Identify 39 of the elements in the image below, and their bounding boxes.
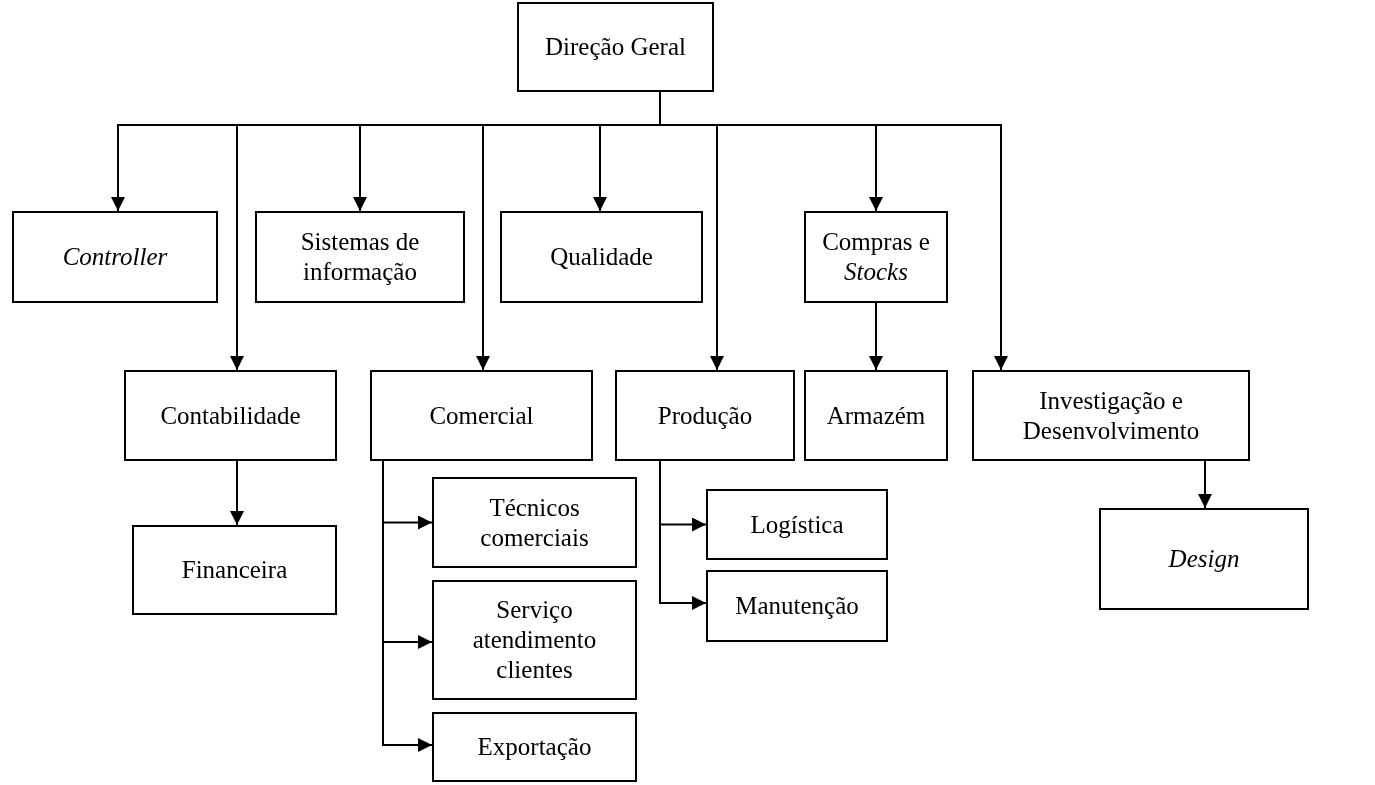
org-box	[124, 370, 337, 461]
unit-name: Direção Geral	[545, 32, 686, 62]
unit-name: Contabilidade	[160, 400, 301, 431]
connector-arrow	[1198, 460, 1212, 509]
connector-arrow	[230, 460, 244, 526]
org-box	[432, 712, 637, 782]
org-box	[500, 211, 703, 303]
org-box	[804, 211, 948, 303]
unit-name: Qualidade	[550, 242, 653, 272]
org-box	[706, 489, 888, 560]
unit-name: Logística	[750, 509, 844, 540]
unit-name: Serviço atendimento clientes	[471, 595, 598, 685]
unit-name: Armazém	[826, 400, 926, 431]
org-box	[432, 580, 637, 700]
unit-name: Compras e Stocks	[821, 227, 931, 287]
org-box	[1099, 508, 1309, 610]
unit-name: Sistemas de informação	[299, 227, 421, 287]
org-box	[804, 370, 948, 461]
org-box	[972, 370, 1250, 461]
unit-name: Exportação	[477, 732, 592, 762]
unit-name: Manutenção	[735, 591, 859, 621]
unit-name: Investigação e Desenvolvimento	[1021, 385, 1201, 446]
unit-name: Financeira	[181, 555, 288, 585]
connector-arrow	[869, 302, 883, 371]
unit-name: Controller	[62, 242, 168, 272]
unit-name: Comercial	[429, 400, 534, 431]
org-box	[255, 211, 465, 303]
org-box	[706, 570, 888, 642]
unit-name: Design	[1168, 544, 1240, 574]
connector-arrow	[659, 460, 707, 610]
unit-name: Técnicos comerciais	[479, 492, 590, 553]
org-box	[432, 477, 637, 568]
unit-name: Produção	[657, 400, 753, 431]
org-box	[132, 525, 337, 615]
org-box	[517, 2, 714, 92]
org-box	[12, 211, 218, 303]
org-box	[615, 370, 795, 461]
connector-arrow	[382, 460, 433, 752]
org-box	[370, 370, 593, 461]
